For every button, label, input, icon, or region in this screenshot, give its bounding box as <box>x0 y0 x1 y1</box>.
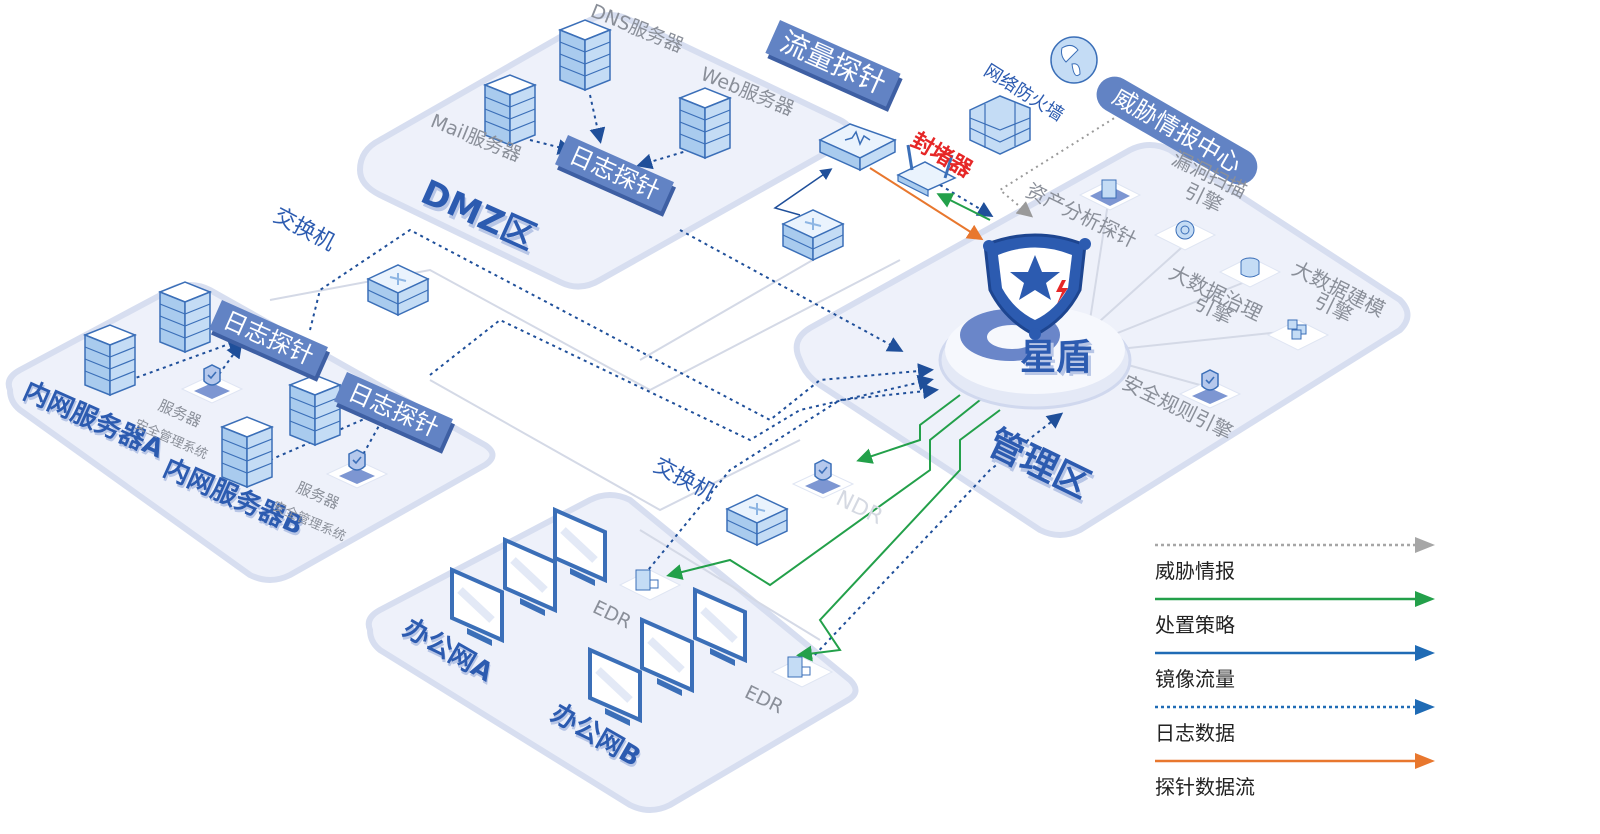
blocker-icon <box>896 144 957 197</box>
legend-line-icon <box>1155 699 1435 715</box>
intranet-server-icon <box>84 324 136 396</box>
traffic-probe-icon <box>818 123 897 172</box>
platform-office <box>365 492 859 813</box>
legend-label: 威胁情报 <box>1155 559 1235 583</box>
vuln-scan-icon <box>1153 219 1217 251</box>
mirror-traffic-links <box>773 168 833 216</box>
globe-icon <box>1050 36 1098 84</box>
switch-icon <box>726 494 788 546</box>
intranet-server-icon <box>221 416 273 488</box>
physical-links <box>269 189 1301 641</box>
firewall-icon <box>969 95 1031 155</box>
legend-label: 处置策略 <box>1155 613 1235 637</box>
web-server-icon <box>679 87 731 159</box>
legend-label: 探针数据流 <box>1155 775 1255 799</box>
legend-item: 威胁情报 <box>1155 535 1445 589</box>
asset-probe-icon <box>1078 179 1142 211</box>
legend-line-icon <box>1155 753 1435 769</box>
threat-intel-links <box>998 89 1137 218</box>
legend-item: 处置策略 <box>1155 589 1445 643</box>
legend-line-icon <box>1155 645 1435 661</box>
dns-server-icon <box>559 19 611 91</box>
legend: 威胁情报 处置策略 镜像流量 日志数据 探针数据流 <box>1155 535 1445 805</box>
legend-item: 镜像流量 <box>1155 643 1445 697</box>
modeling-icon <box>1266 319 1330 351</box>
legend-item: 探针数据流 <box>1155 751 1445 805</box>
edr-icon <box>618 569 682 601</box>
legend-line-icon <box>1155 537 1435 553</box>
governance-icon <box>1218 256 1282 288</box>
intranet-server-icon <box>159 281 211 353</box>
router-icon <box>782 209 844 261</box>
legend-line-icon <box>1155 591 1435 607</box>
legend-label: 镜像流量 <box>1155 667 1235 691</box>
disposal-policy-links <box>666 193 1001 662</box>
edr-icon <box>770 656 834 688</box>
core-shield-logo <box>938 233 1132 410</box>
intranet-server-icon <box>289 374 341 446</box>
legend-label: 日志数据 <box>1155 721 1235 745</box>
core-label: 星盾 <box>1020 337 1093 378</box>
legend-item: 日志数据 <box>1155 697 1445 751</box>
probe-data-link <box>869 167 984 241</box>
log-data-links <box>129 94 1064 661</box>
